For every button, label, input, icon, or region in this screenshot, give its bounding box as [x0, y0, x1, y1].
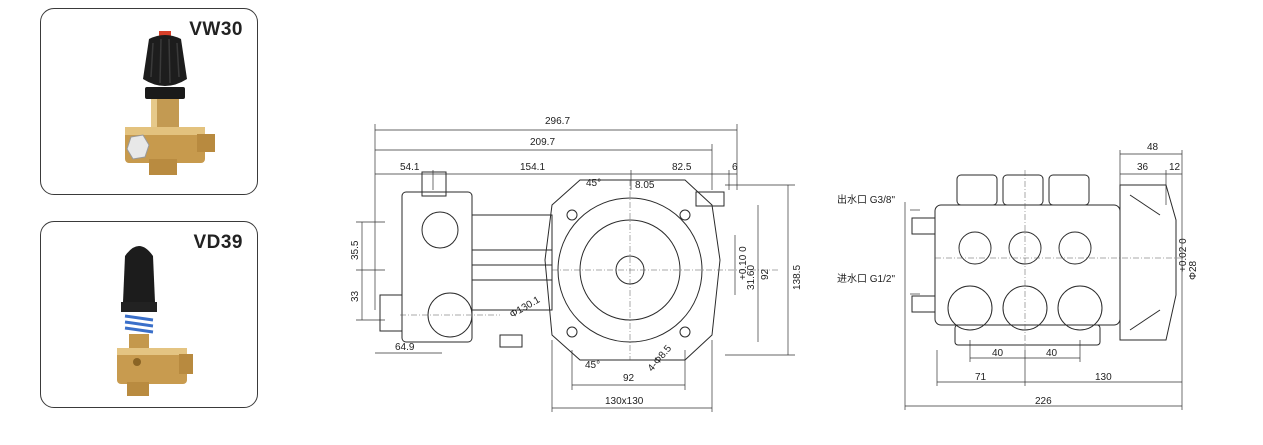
dim-seg-2: 154.1 — [520, 162, 545, 173]
side-view: 296.7 209.7 54.1 154.1 82.5 6 45° 8.05 3… — [350, 116, 803, 412]
unloader-valve-image — [125, 31, 215, 175]
dim-offset-top: 8.05 — [635, 180, 655, 191]
dim-pitch-1: 40 — [992, 348, 1004, 359]
outlet-port-label: 出水口 G3/8" — [837, 193, 895, 206]
dim-shaft-diameter: Φ28 — [1188, 260, 1199, 280]
dim-130: 130 — [1095, 372, 1112, 383]
dim-seg-3: 82.5 — [672, 162, 692, 173]
dim-shaft-tolerance: +0.10 0 — [738, 246, 749, 280]
dim-71: 71 — [975, 372, 987, 383]
dim-overall-length: 296.7 — [545, 116, 570, 127]
front-view: 出水口 G3/8" 进水口 G1/2" 48 36 12 Φ28 +0.02 0… — [837, 142, 1199, 410]
dim-pitch-2: 40 — [1046, 348, 1058, 359]
dim-top: 48 — [1147, 142, 1159, 153]
dim-36: 36 — [1137, 162, 1149, 173]
dim-seg-1: 54.1 — [400, 162, 420, 173]
dim-flange-height: 92 — [760, 268, 771, 280]
dim-angle-bottom: 45° — [585, 360, 600, 371]
dim-angle-top: 45° — [586, 178, 601, 189]
product-card-vd39: VD39 — [40, 221, 258, 408]
dim-flange-diameter: Φ130.1 — [508, 294, 542, 320]
pump-technical-drawing: 296.7 209.7 54.1 154.1 82.5 6 45° 8.05 3… — [350, 116, 1199, 412]
unloader-valve-image — [117, 246, 193, 396]
product-card-vw30: VW30 — [40, 8, 258, 195]
dim-overall-width: 226 — [1035, 396, 1052, 407]
dim-12: 12 — [1169, 162, 1181, 173]
dim-length-b: 209.7 — [530, 137, 555, 148]
dim-seg-4: 6 — [732, 162, 738, 173]
dim-left-h1: 35.5 — [350, 240, 361, 260]
dim-holes: 4-Φ8.5 — [646, 343, 674, 374]
dim-left-h2: 33 — [350, 290, 361, 302]
inlet-port-label: 进水口 G1/2" — [837, 273, 895, 285]
dim-bottom-length: 64.9 — [395, 342, 415, 353]
dim-shaft-tolerance: +0.02 0 — [1178, 238, 1189, 272]
dim-total-height: 138.5 — [792, 265, 803, 290]
dim-flange-size: 130x130 — [605, 396, 644, 407]
dim-shaft-height: 31.60 — [746, 265, 757, 290]
model-label: VW30 — [189, 19, 243, 40]
dim-bolt-span: 92 — [623, 373, 635, 384]
model-label: VD39 — [193, 232, 243, 253]
